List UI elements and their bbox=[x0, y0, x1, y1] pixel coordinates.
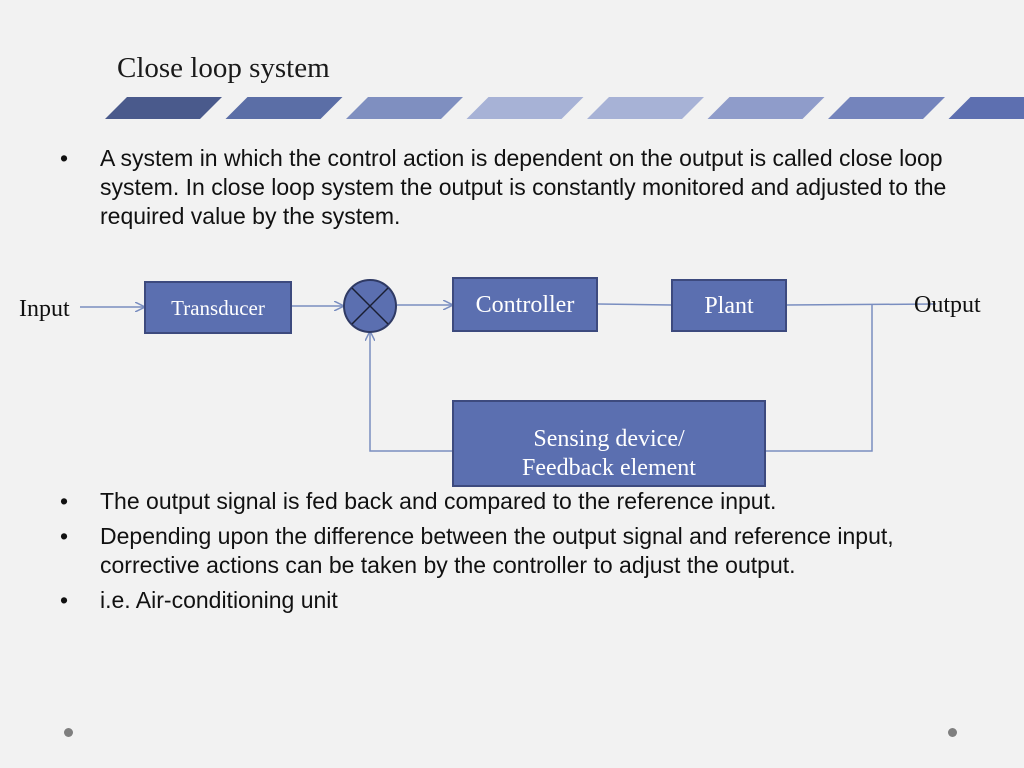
plant-label: Plant bbox=[704, 293, 754, 319]
title-stripe bbox=[948, 97, 1024, 119]
corner-dot-left bbox=[64, 728, 73, 737]
feedback-return-arrow bbox=[370, 332, 452, 452]
transducer-label: Transducer bbox=[171, 296, 265, 320]
title-stripes bbox=[105, 97, 1024, 119]
feedback-label-line2: Feedback element bbox=[522, 455, 696, 481]
controller-to-plant-line bbox=[597, 303, 672, 306]
output-label: Output bbox=[914, 292, 981, 318]
summing-junction bbox=[343, 279, 397, 333]
transducer-block: Transducer bbox=[144, 281, 292, 334]
title-stripe bbox=[105, 97, 222, 119]
title-stripe bbox=[828, 97, 945, 119]
bullet-marker: • bbox=[60, 488, 69, 514]
bullet-marker: • bbox=[60, 145, 69, 171]
bullet-marker: • bbox=[60, 523, 69, 549]
controller-label: Controller bbox=[476, 292, 575, 318]
title-stripe bbox=[587, 97, 704, 119]
connectors bbox=[80, 303, 937, 452]
bullet-list: • The output signal is fed back and comp… bbox=[60, 487, 990, 615]
input-label: Input bbox=[19, 296, 70, 322]
title-stripe bbox=[466, 97, 584, 119]
bullet-text: i.e. Air-conditioning unit bbox=[100, 587, 338, 613]
intro-bullet-text: A system in which the control action is … bbox=[100, 145, 947, 229]
bullet-text: The output signal is fed back and compar… bbox=[100, 488, 777, 514]
plant-to-output-line bbox=[785, 303, 937, 306]
title-stripe bbox=[225, 97, 343, 119]
intro-bullet: • A system in which the control action i… bbox=[60, 144, 990, 231]
plant-block: Plant bbox=[671, 279, 787, 332]
list-item: • i.e. Air-conditioning unit bbox=[60, 586, 990, 615]
controller-block: Controller bbox=[452, 277, 598, 332]
feedback-block: Sensing device/ Feedback element bbox=[452, 400, 766, 487]
list-item: • The output signal is fed back and comp… bbox=[60, 487, 990, 516]
bullet-text: Depending upon the difference between th… bbox=[100, 523, 894, 578]
title-stripe bbox=[346, 97, 463, 119]
title-stripe bbox=[707, 97, 825, 119]
list-item: • Depending upon the difference between … bbox=[60, 522, 990, 580]
feedback-label-line1: Sensing device/ bbox=[533, 426, 685, 452]
slide-title: Close loop system bbox=[117, 52, 330, 84]
corner-dot-right bbox=[948, 728, 957, 737]
bullet-marker: • bbox=[60, 587, 69, 613]
output-tap-line bbox=[766, 305, 873, 452]
